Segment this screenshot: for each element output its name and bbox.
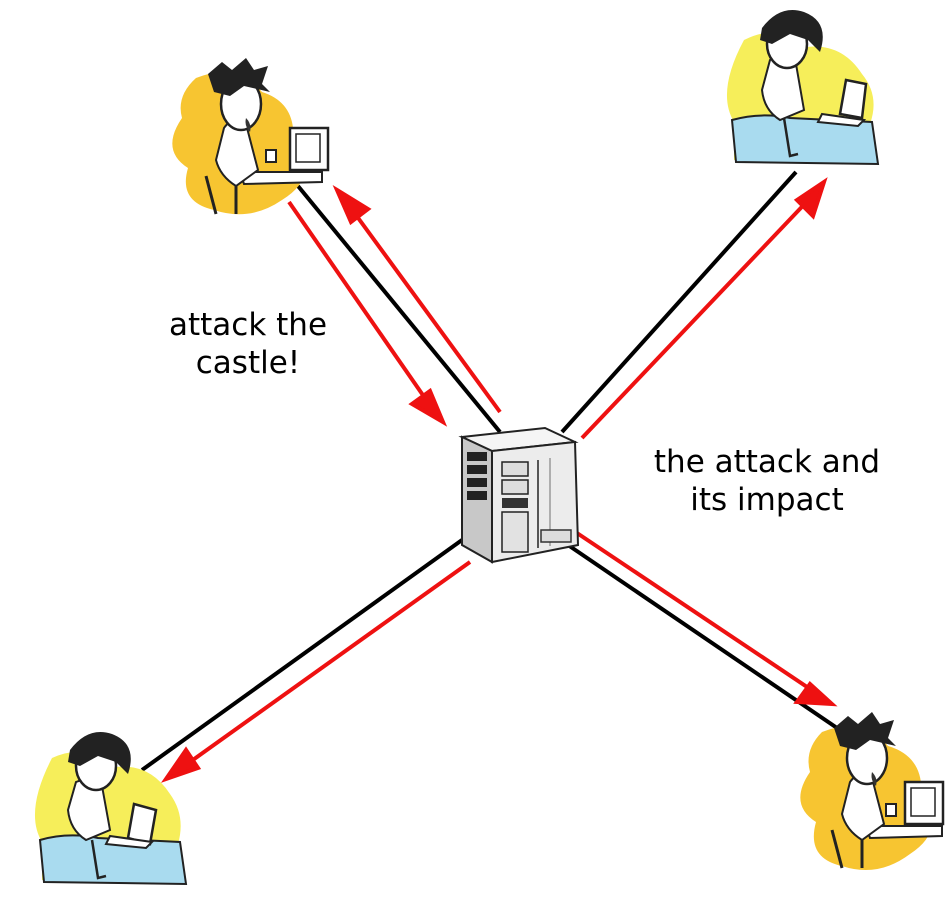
link-top-left: [296, 184, 502, 434]
tower-server-icon: [458, 426, 580, 564]
woman-with-laptop-icon: [34, 732, 188, 886]
link-top-right: [560, 170, 798, 434]
label-the-attack-and-its-impact: the attack and its impact: [602, 443, 932, 519]
label-line: its impact: [690, 482, 844, 518]
man-at-desktop-computer-icon: [800, 712, 945, 870]
label-line: the attack and: [653, 444, 881, 480]
message-arrow-to-bottom-right: [566, 525, 824, 699]
link-bottom-left: [140, 538, 464, 772]
woman-with-laptop-icon: [726, 10, 880, 166]
arrowhead: [793, 177, 828, 220]
message-arrow-to-top-right: [580, 190, 818, 440]
message-arrow-to-bottom-left: [174, 560, 472, 774]
link-bottom-right: [566, 543, 842, 732]
label-line: castle!: [195, 345, 301, 381]
message-arrow-to-server: [287, 200, 438, 416]
arrowhead: [160, 746, 202, 783]
arrowhead: [408, 387, 448, 427]
label-line: attack the: [168, 307, 328, 343]
message-arrow-to-top-left: [343, 198, 502, 414]
arrowhead: [793, 681, 838, 707]
man-at-desktop-computer-icon: [172, 58, 330, 215]
arrowhead: [332, 184, 372, 226]
message-arrows: [160, 177, 838, 783]
label-attack-the-castle: attack the castle!: [118, 306, 378, 382]
